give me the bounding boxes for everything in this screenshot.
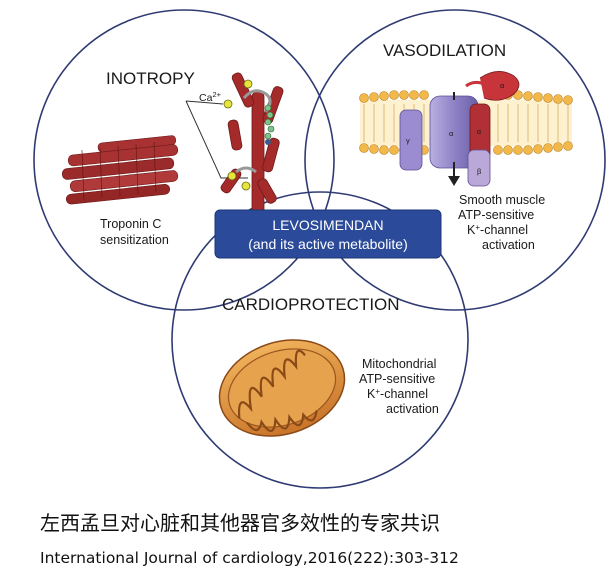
center-title: LEVOSIMENDAN — [272, 217, 383, 233]
vasodilation-circle — [304, 9, 606, 311]
muscle-fiber-illustration — [61, 135, 179, 205]
reference-caption: International Journal of cardiology,2016… — [40, 549, 459, 567]
cardioprotection-title: CARDIOPROTECTION — [222, 295, 400, 314]
vasodilation-label-line1: Smooth muscle — [459, 193, 545, 207]
vasodilation-label-line2: ATP-sensitive — [458, 208, 534, 222]
svg-text:α: α — [500, 81, 505, 90]
vasodilation-label-line3: K+-channel — [467, 223, 528, 237]
vasodilation-title: VASODILATION — [383, 41, 506, 60]
center-subtitle: (and its active metabolite) — [248, 236, 408, 252]
svg-text:β: β — [477, 167, 482, 176]
calcium-label: Ca2+ — [199, 90, 222, 104]
cardioprotection-label-line3: K+-channel — [367, 387, 428, 401]
chinese-caption: 左西孟旦对心脏和其他器官多效性的专家共识 — [40, 511, 440, 535]
cardioprotection-label-line2: ATP-sensitive — [359, 372, 435, 386]
vasodilation-label-line4: activation — [482, 238, 535, 252]
inotropy-title: INOTROPY — [106, 69, 195, 88]
cardioprotection-circle — [171, 191, 469, 489]
svg-text:α: α — [449, 129, 454, 138]
mitochondrion-illustration — [218, 339, 346, 437]
inotropy-circle — [33, 9, 335, 311]
cardioprotection-label-line4: activation — [386, 402, 439, 416]
center-label-box: LEVOSIMENDAN (and its active metabolite) — [214, 209, 442, 259]
cardioprotection-label-line1: Mitochondrial — [362, 357, 436, 371]
troponin-label-line2: sensitization — [100, 233, 169, 247]
svg-text:γ: γ — [406, 136, 410, 145]
membrane-channel-illustration: α γ β α α — [359, 71, 573, 187]
troponin-c-structure — [185, 72, 284, 225]
svg-text:α: α — [477, 129, 481, 136]
troponin-label-line1: Troponin C — [100, 217, 161, 231]
